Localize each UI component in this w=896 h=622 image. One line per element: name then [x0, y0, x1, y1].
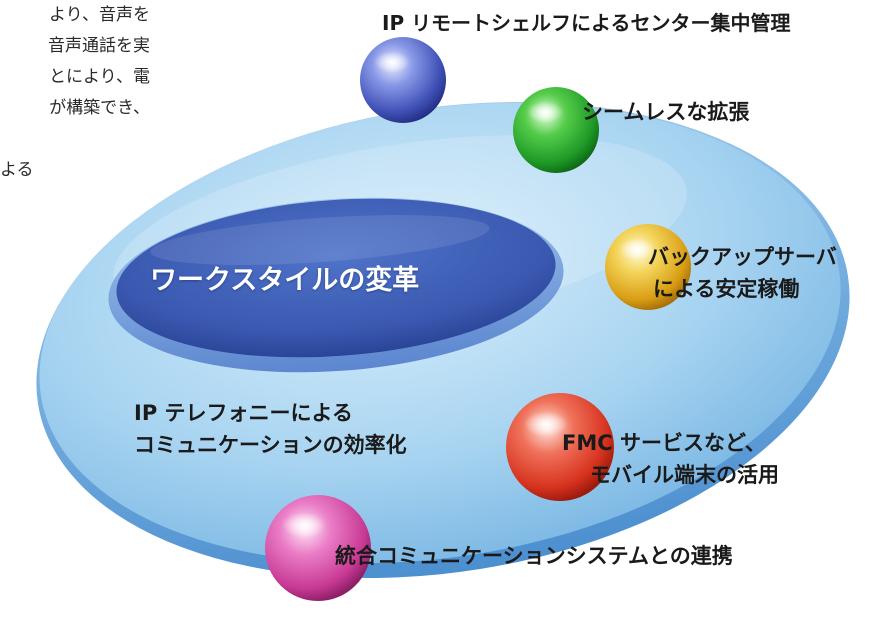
- node-label-green: シームレスな拡張: [582, 100, 750, 124]
- node-green-sphere: [513, 87, 599, 173]
- node-label-red-line-2: モバイル端末の活用: [590, 463, 779, 487]
- intro-line: よる: [0, 160, 34, 180]
- intro-paragraph-fragment: より、音声を 音声通話を実 とにより、電 が構築でき、 よる: [0, 0, 150, 186]
- intro-line: より、音声を: [49, 5, 150, 25]
- node-label-yellow-line-1: バックアップサーバ: [648, 245, 837, 269]
- ring-label-line-2: コミュニケーションの効率化: [134, 433, 407, 457]
- intro-line: [0, 124, 150, 155]
- node-red-sphere: [506, 393, 614, 501]
- node-yellow-sphere: [605, 224, 691, 310]
- inner-disc: [108, 197, 564, 373]
- intro-line: が構築でき、: [49, 98, 150, 118]
- ring-label-line-1: IP テレフォニーによる: [134, 401, 353, 425]
- node-label-red-line-1: FMC サービスなど、: [562, 431, 766, 455]
- node-label-yellow-line-2: による安定稼働: [653, 277, 800, 301]
- node-blue-sphere: [360, 37, 446, 123]
- node-label-pink: 統合コミュニケーションシステムとの連携: [335, 544, 733, 568]
- node-label-blue: IP リモートシェルフによるセンター集中管理: [382, 11, 791, 35]
- intro-line: 音声通話を実: [48, 36, 150, 56]
- center-label: ワークスタイルの変革: [150, 265, 420, 296]
- node-pink-sphere: [265, 495, 371, 601]
- intro-line: とにより、電: [49, 67, 150, 87]
